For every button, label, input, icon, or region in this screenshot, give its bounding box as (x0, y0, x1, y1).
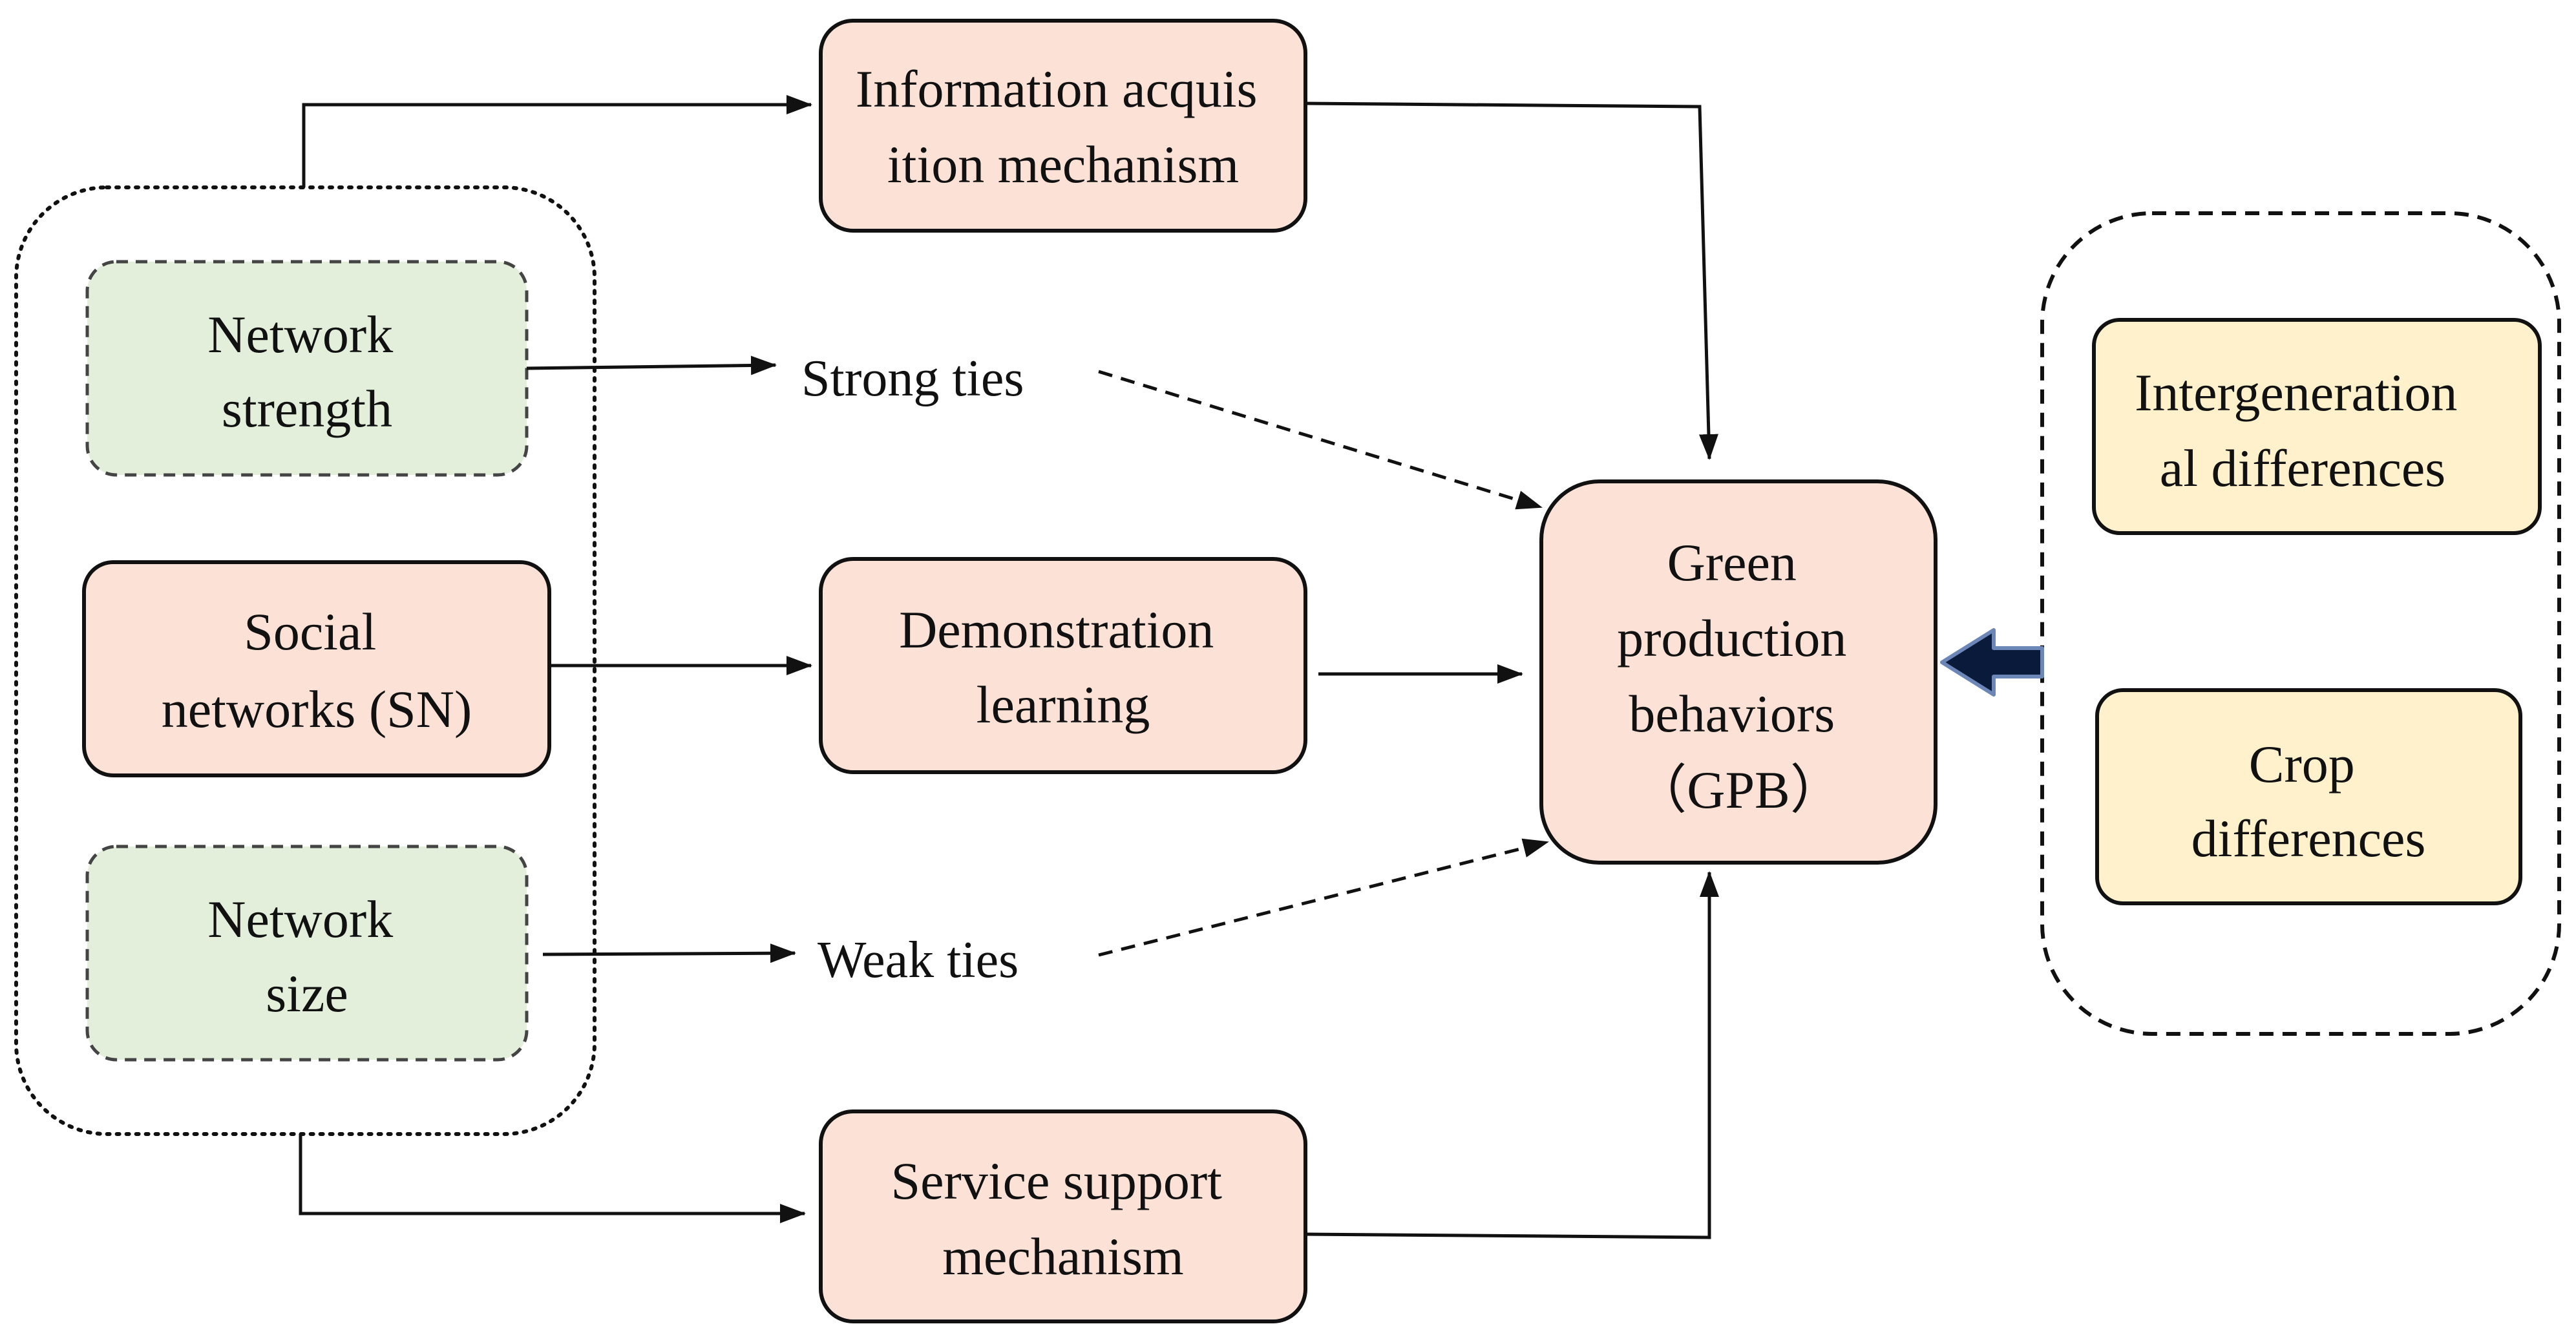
arrow-strength-to-strong-ties (526, 355, 777, 375)
strong-ties-label: Strong ties (801, 350, 1024, 407)
arrow-strong-ties-to-gpb (1098, 370, 1543, 510)
arrow-info-to-gpb (1305, 101, 1718, 460)
demonstration-learning-box (819, 557, 1307, 774)
gpb-box (1539, 479, 1937, 865)
crop-differences-label: Crop differences (2191, 735, 2426, 868)
gpb-label: Green production behaviors （GPB） (1617, 533, 1860, 819)
intergenerational-differences-label: Intergeneration al differences (2135, 363, 2471, 498)
demonstration-learning-label: Demonstration learning (899, 600, 1227, 734)
arrow-service-to-gpb (1305, 871, 1719, 1239)
network-strength-label: Network strength (207, 305, 406, 438)
network-strength-box (85, 260, 529, 477)
social-network-group (14, 185, 596, 1136)
information-acquisition-label: Information acquis ition mechanism (856, 59, 1271, 194)
social-networks-label: Social networks (SN) (162, 602, 472, 739)
service-support-label: Service support mechanism (891, 1151, 1236, 1286)
service-support-box (819, 1109, 1307, 1323)
weak-ties-label: Weak ties (818, 932, 1019, 989)
network-size-label: Network size (207, 890, 406, 1023)
network-size-box (85, 845, 529, 1062)
intergenerational-differences-box (2092, 318, 2542, 535)
arrow-size-to-weak-ties (542, 943, 796, 963)
arrow-weak-ties-to-gpb (1098, 838, 1549, 957)
thick-left-arrow-icon (1940, 628, 2044, 697)
crop-differences-box (2095, 688, 2522, 905)
arrow-group-to-service (299, 1134, 806, 1223)
heterogeneity-group (2040, 211, 2561, 1036)
information-acquisition-box (819, 19, 1307, 233)
arrow-group-to-info (302, 95, 812, 187)
social-networks-box (82, 560, 551, 777)
